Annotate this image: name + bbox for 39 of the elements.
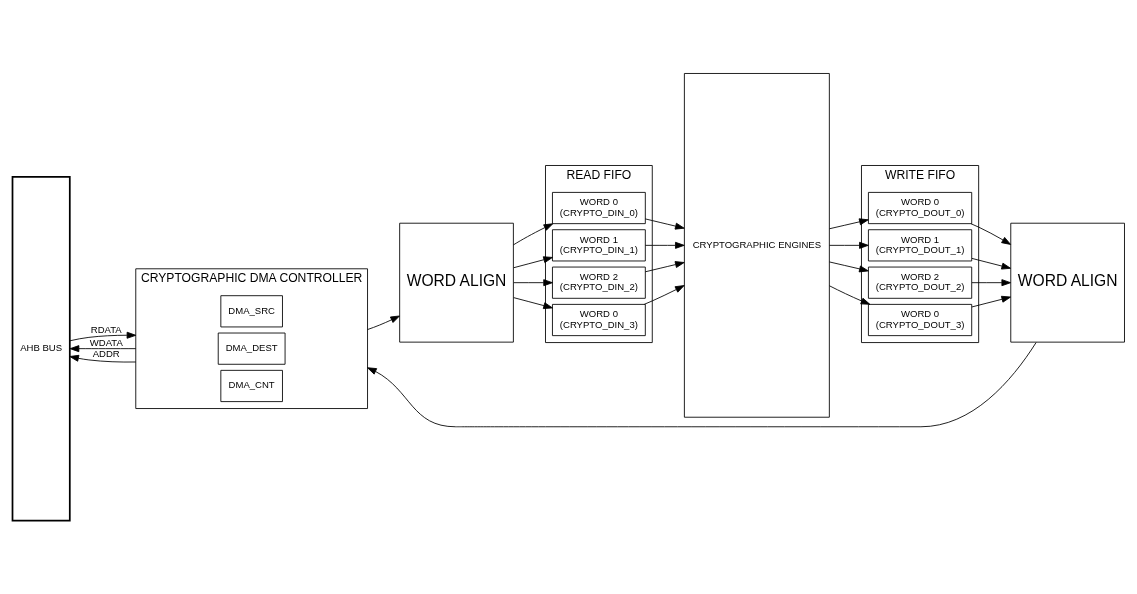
arrow [644, 241, 685, 249]
node-box: WORD 0 (CRYPTO_DOUT_3) [868, 303, 973, 337]
node-box: WORD 2 (CRYPTO_DIN_2) [552, 266, 646, 299]
arrow [69, 354, 137, 363]
node-box: WORD 0 (CRYPTO_DIN_0) [552, 191, 646, 225]
arrow [513, 223, 554, 246]
arrow [513, 297, 553, 310]
node-box: WORD ALIGN [1010, 222, 1125, 343]
arrow [513, 279, 553, 287]
arrow [644, 218, 685, 230]
arrow [829, 261, 869, 273]
arrow [643, 285, 685, 305]
node-box: CRYPTOGRAPHIC ENGINES [683, 73, 830, 418]
edge-label: RDATA [90, 323, 122, 335]
arrow [971, 257, 1011, 270]
arrow [644, 261, 685, 273]
node-box: DMA_SRC [220, 295, 283, 328]
node-box: WORD 1 (CRYPTO_DIN_1) [552, 229, 646, 262]
arrow [829, 285, 871, 305]
arrow [970, 223, 1011, 245]
node-box: DMA_CNT [220, 369, 283, 403]
arrow [367, 315, 400, 330]
node-box: WORD 1 (CRYPTO_DOUT_1) [868, 229, 973, 262]
arrow [69, 331, 137, 342]
node-box: AHB BUS [11, 175, 71, 522]
node-box: WORD ALIGN [399, 222, 514, 343]
edge-label: WDATA [89, 336, 123, 348]
node-box: WORD 0 (CRYPTO_DOUT_0) [868, 191, 973, 225]
node-box: DMA_DEST [217, 332, 286, 365]
arrow [971, 279, 1011, 287]
arrow [829, 218, 869, 230]
arrow [367, 342, 1037, 428]
node-box: WORD 0 (CRYPTO_DIN_3) [552, 303, 646, 337]
arrow [829, 241, 869, 249]
edge-label: ADDR [92, 348, 120, 360]
node-box: WORD 2 (CRYPTO_DOUT_2) [868, 266, 973, 299]
arrow [69, 345, 137, 353]
arrow [971, 295, 1011, 308]
arrow [513, 256, 553, 269]
